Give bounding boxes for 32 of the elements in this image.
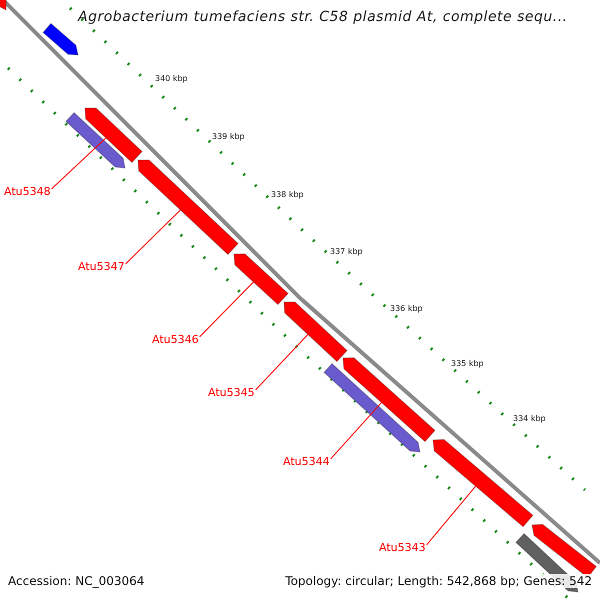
- gene-block: [323, 362, 421, 453]
- gene-block: [84, 108, 143, 164]
- tick-label: 338 kbp: [271, 190, 304, 199]
- leader-line: [330, 402, 382, 460]
- gene-block: [342, 357, 436, 442]
- title: Agrobacterium tumefaciens str. C58 plasmid At, complete sequ...: [78, 9, 568, 25]
- leader-line: [51, 137, 106, 190]
- tick-label: 337 kbp: [330, 247, 363, 256]
- gene-block: [432, 439, 534, 528]
- leader-line: [255, 334, 308, 390]
- gene-block: [283, 302, 348, 362]
- gene-block: [137, 160, 239, 256]
- gene-label: Atu5344: [283, 455, 330, 468]
- gene-block: [65, 112, 126, 169]
- summary-text: Topology: circular; Length: 542,868 bp; Genes: 542: [285, 574, 592, 588]
- tick-label: 339 kbp: [212, 132, 245, 141]
- accession-text: Accession: NC_003064: [8, 574, 144, 588]
- gene-label: Atu5345: [208, 386, 255, 399]
- tick-label: 340 kbp: [155, 74, 188, 83]
- tick-label: 334 kbp: [513, 414, 546, 423]
- leader-line: [199, 282, 254, 338]
- leader-line: [426, 486, 476, 546]
- gene-label: Atu5343: [379, 541, 426, 554]
- gene-label: Atu5348: [4, 185, 51, 198]
- gene-label: Atu5347: [78, 260, 125, 273]
- tick-label: 335 kbp: [451, 359, 484, 368]
- tick-label: 336 kbp: [390, 304, 423, 313]
- gene-block: [0, 0, 7, 11]
- gene-block: [233, 253, 289, 306]
- gene-label: Atu5346: [152, 333, 199, 346]
- gene-block: [42, 22, 79, 56]
- leader-line: [125, 209, 181, 264]
